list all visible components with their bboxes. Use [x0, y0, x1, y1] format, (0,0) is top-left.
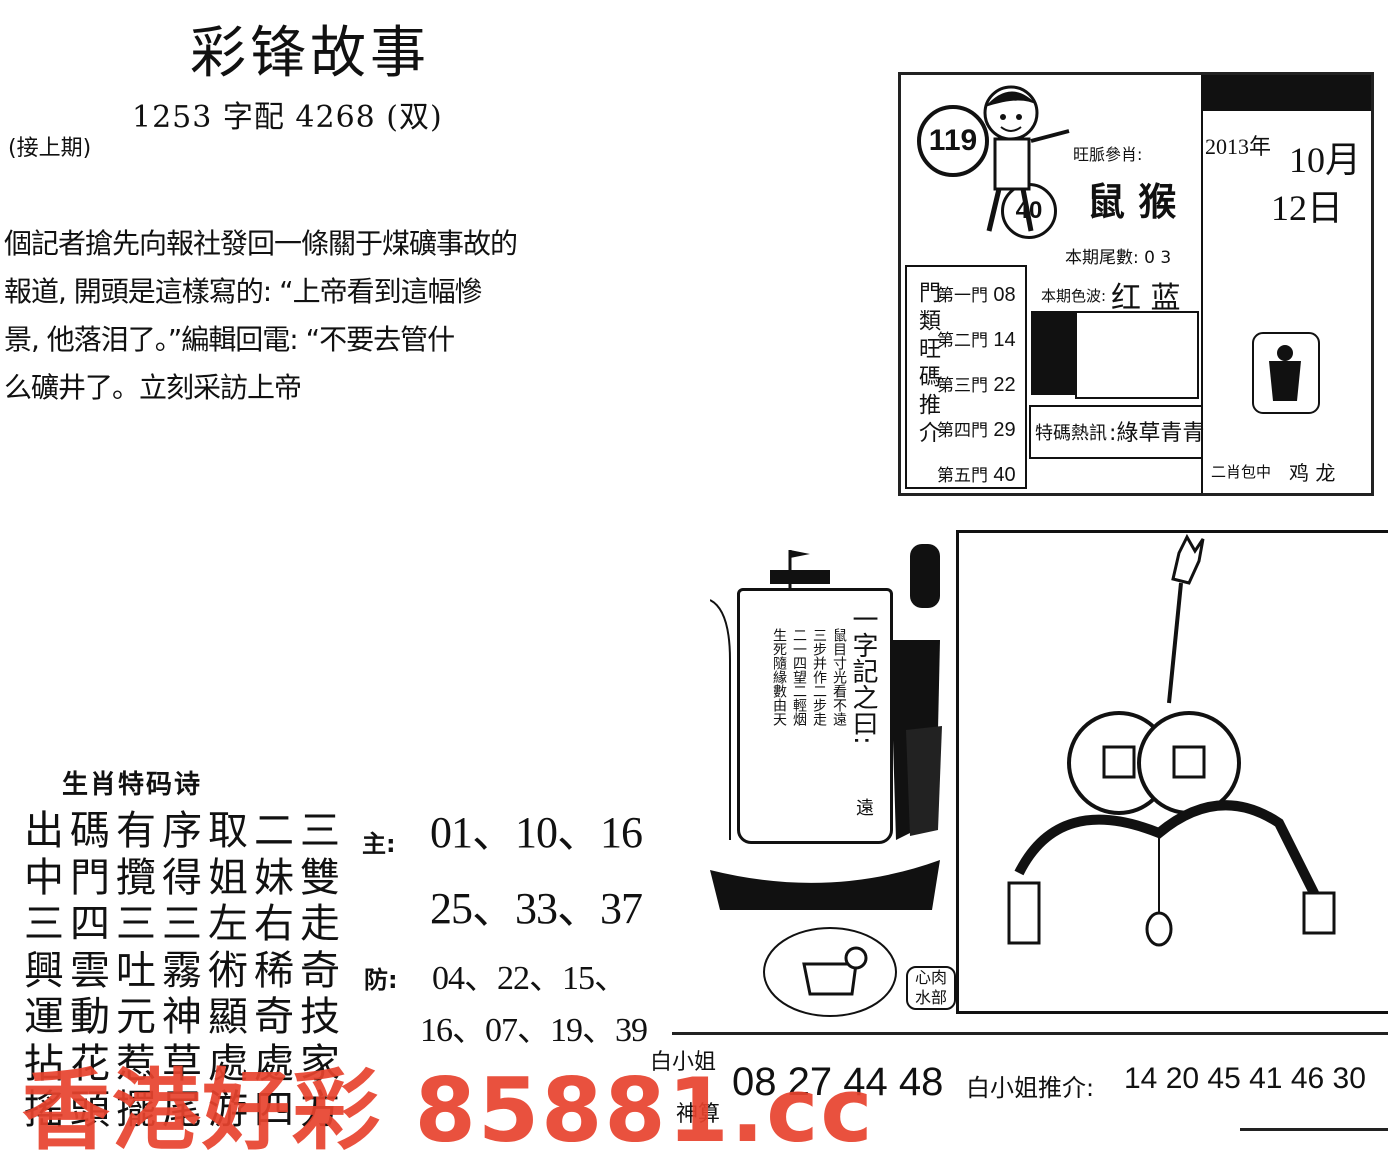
poem-line: 拈花惹草處處家 [24, 1040, 346, 1087]
ship-caption: 心肉水部 [906, 966, 956, 1010]
story-line: 個記者搶先向報社發回一條關于煤礦事故的 [4, 227, 518, 260]
door-box [905, 265, 1027, 489]
poem-line: 搖頭擺尾游四方 [24, 1087, 346, 1133]
poem-line: 出碼有序取二三 [24, 808, 346, 854]
main-label: 主: [362, 830, 396, 858]
sail-line: 二一四望二輕烟 [791, 628, 807, 726]
date-header-bar [1203, 75, 1371, 111]
bottom-rule-bottom [1240, 1128, 1388, 1131]
sail-line: 鼠目寸光看不遠 [831, 628, 847, 726]
cow-stamp-icon [763, 927, 897, 1017]
story-line: 報道, 開頭是這樣寫的: “上帝看到這幅慘 [4, 275, 483, 308]
color-label: 本期色波: [1041, 287, 1107, 305]
tail-label: 本期尾數: 0 3 [1065, 248, 1172, 268]
story-line: 景, 他落泪了。”編輯回電: “不要去管什 [4, 323, 455, 356]
coins-hand-icon [1007, 533, 1336, 947]
bottom-left-label-top: 白小姐 [650, 1050, 717, 1075]
door-title: 門類旺碼推介 [915, 281, 940, 449]
dark-box [1031, 311, 1075, 395]
special-label: 特碼熱訊 [1035, 423, 1107, 444]
footer-left: 二肖包中 [1211, 463, 1272, 481]
color-value: 红 蓝 [1111, 281, 1181, 316]
bottom-right-numbers: 14 20 45 41 46 30 [1124, 1062, 1366, 1095]
sail-word: 遠 [853, 798, 874, 816]
date-divider [1201, 75, 1203, 493]
ship-sail [737, 588, 893, 844]
bottom-right-label: 白小姐推介: [966, 1074, 1095, 1102]
footer-right: 鸡 龙 [1289, 461, 1336, 485]
month-text: 10月 [1289, 140, 1362, 180]
bottom-rule-top [672, 1032, 1388, 1035]
badge-circle: 119 [917, 105, 989, 177]
page-title: 彩锋故事 [190, 21, 430, 86]
sail-line: 生死隨緣數由天 [771, 628, 787, 726]
day-text: 12日 [1271, 188, 1344, 228]
poem-line: 中門攬得姐妹雙 [24, 854, 346, 901]
guard-numbers-row2: 16、07、19、39 [420, 1012, 648, 1049]
poem-body: 出碼有序取二三 中門攬得姐妹雙 三四三三左右走 興雲吐霧術稀奇 運動元神顯奇技 … [24, 808, 346, 1134]
sailing-ship-icon [710, 544, 942, 910]
story-line: 么礦井了。立刻采訪上帝 [4, 371, 302, 404]
bottom-left-label-bottom: 神算 [676, 1102, 721, 1127]
door-item: 第五門 40 [937, 464, 1016, 486]
zodiac-figure-icon [1252, 332, 1320, 414]
continued-note: (接上期) [8, 136, 92, 161]
calendar-panel: 119 40 旺脈參肖: 鼠 猴 本期尾數: 0 3 本期色波: 红 蓝 門類旺… [898, 72, 1374, 496]
badge-number: 119 [928, 124, 978, 157]
poem-line: 三四三三左右走 [24, 901, 346, 947]
poem-title: 生肖特码诗 [62, 770, 203, 800]
poem-line: 興雲吐霧術稀奇 [24, 947, 346, 994]
door-item: 第二門 14 [937, 329, 1016, 351]
main-numbers-row1: 01、10、16 [430, 808, 643, 857]
issue-subtitle: 1253 字配 4268 (双) [132, 100, 443, 135]
cartoon-boy-icon [983, 85, 1070, 232]
door-item: 第一門 08 [937, 284, 1016, 306]
coin-picture-frame [956, 530, 1388, 1014]
bottom-left-numbers: 08 27 44 48 [732, 1060, 944, 1104]
guard-label: 防: [364, 966, 398, 994]
notice-box [1075, 311, 1199, 399]
guard-numbers-row1: 04、22、15、 [432, 960, 628, 997]
poem-line: 運動元神顯奇技 [24, 994, 346, 1040]
sail-title: 一字記之曰: [848, 606, 878, 745]
sail-line: 三步并作二步走 [811, 628, 827, 726]
year-text: 2013年 [1205, 134, 1272, 159]
site-watermark: 香港好彩 85881.cc [22, 1059, 875, 1162]
special-value: :綠草青青 [1109, 421, 1205, 446]
door-list: 第一門 08 第二門 14 第三門 22 第四門 29 第五門 40 [937, 273, 1016, 498]
lucky-label: 旺脈參肖: [1073, 145, 1143, 164]
lucky-value: 鼠 猴 [1087, 180, 1177, 224]
door-item: 第四門 29 [937, 419, 1016, 441]
main-numbers-row2: 25、33、37 [430, 884, 643, 933]
door-item: 第三門 22 [937, 374, 1016, 396]
story-text: 個記者搶先向報社發回一條關于煤礦事故的 報道, 開頭是這樣寫的: “上帝看到這幅… [4, 220, 518, 412]
